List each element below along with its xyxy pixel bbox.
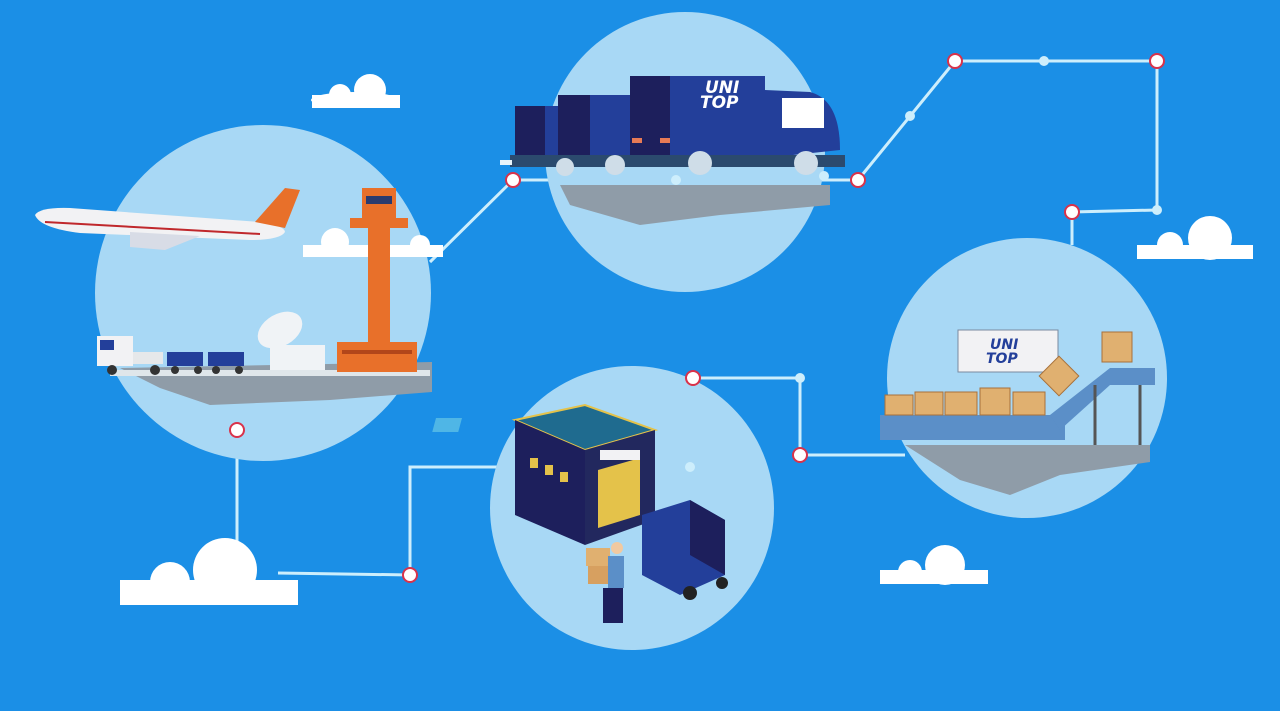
- cloud-icon: [120, 538, 298, 605]
- cloud-icon: [880, 545, 988, 585]
- truck-logo-line1: UNI: [705, 78, 739, 98]
- control-tower-icon: [337, 188, 417, 372]
- cloud-icon: [1137, 216, 1253, 260]
- warehouse-icon: [515, 420, 655, 545]
- truck-fleet-scene: UNI TOP: [500, 76, 845, 225]
- conveyor-belt-icon: [880, 368, 1155, 445]
- airplane-icon: [35, 188, 300, 250]
- route-node: [505, 172, 521, 188]
- brand-billboard: UNI TOP: [957, 329, 1059, 373]
- route-node: [850, 172, 866, 188]
- warehouse-scene: [432, 403, 728, 623]
- package-boxes-icon: [884, 331, 1133, 416]
- ground-shadow: [560, 185, 830, 225]
- route-waypoints: [671, 56, 1162, 472]
- route-node: [685, 370, 701, 386]
- route-node: [1149, 53, 1165, 69]
- airport-scene: [35, 188, 432, 405]
- route-nodes: [229, 53, 1165, 583]
- route-node: [792, 447, 808, 463]
- worker-carrying-boxes-icon: [586, 542, 624, 623]
- baggage-tractor-icon: [97, 336, 244, 375]
- sorting-conveyor-scene: UNI TOP: [880, 329, 1155, 495]
- cloud-icon: [311, 74, 400, 108]
- route-node: [947, 53, 963, 69]
- truck-icon: UNI TOP: [500, 76, 845, 176]
- truck-logo-line2: TOP: [700, 93, 739, 113]
- runway: [110, 370, 430, 376]
- route-node: [1064, 204, 1080, 220]
- ground-shadow: [905, 445, 1150, 495]
- route-node: [229, 422, 245, 438]
- billboard-logo-line1: UNI: [990, 337, 1018, 353]
- billboard-logo-line2: TOP: [986, 351, 1018, 367]
- delivery-van-icon: [642, 500, 728, 600]
- radar-dish-icon: [257, 311, 325, 370]
- route-node: [402, 567, 418, 583]
